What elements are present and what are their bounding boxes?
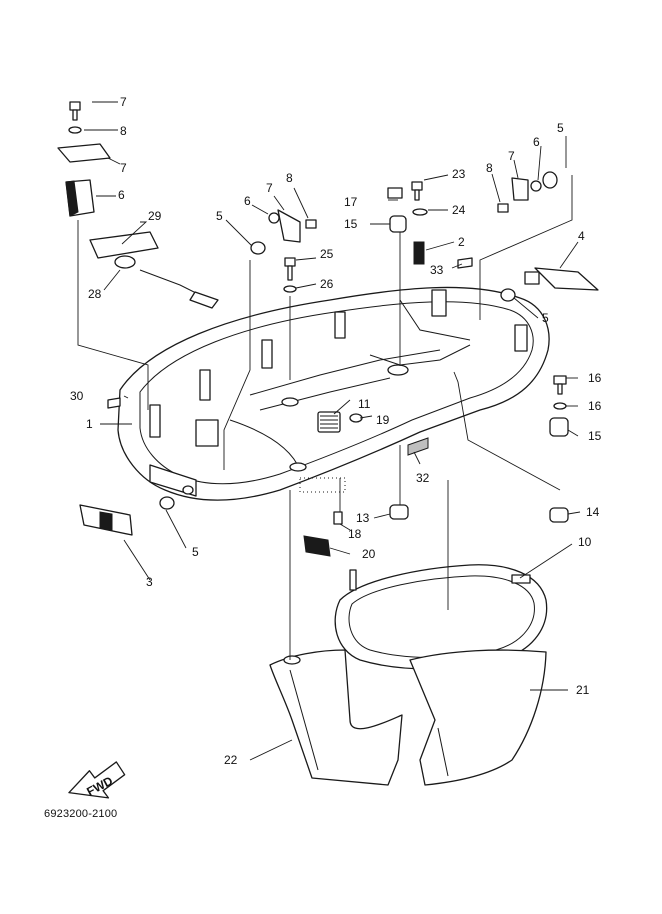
callout-28: 26: [320, 277, 334, 291]
callout-20: 18: [348, 527, 362, 541]
callout-3: 3: [146, 575, 153, 589]
callout-5-top-right: 5: [557, 121, 564, 135]
callout-7-right: 7: [508, 149, 515, 163]
callout-16-right: 14: [586, 505, 600, 519]
callout-18: 16: [588, 371, 602, 385]
callout-6-left: 6: [244, 194, 251, 208]
callout-5-right: 5: [542, 311, 549, 325]
callout-23: 21: [576, 683, 590, 697]
callout-6-right: 6: [533, 135, 540, 149]
callout-21: 19: [376, 413, 390, 427]
fwd-arrow-icon: FWD: [68, 761, 126, 799]
callout-4: 4: [578, 229, 585, 243]
callout-7-left: 7: [266, 181, 273, 195]
callout-29: 28: [88, 287, 102, 301]
callout-1: 1: [86, 417, 93, 431]
hardware: [57, 101, 599, 557]
callout-16-left: 13: [356, 511, 370, 525]
callout-numbers: 7 8 7 6 29 28 30 1 5 6 7 8 17 15 23 24 2…: [70, 95, 602, 767]
callout-24: 22: [224, 753, 238, 767]
skirt-left: [269, 649, 403, 786]
callout-19: 17: [344, 195, 358, 209]
leader-lines: [77, 101, 581, 761]
callout-30: 29: [148, 209, 162, 223]
callout-10: 11: [358, 397, 371, 411]
callout-14: 8: [120, 124, 127, 138]
bottom-cowling: [117, 286, 550, 501]
callout-11: 6: [118, 188, 125, 202]
callout-15-top: 15: [344, 217, 358, 231]
callout-25: 23: [452, 167, 466, 181]
callout-22: 20: [362, 547, 376, 561]
callout-13: 7: [120, 95, 127, 109]
callout-8-right: 8: [486, 161, 493, 175]
callout-31: 30: [70, 389, 84, 403]
callout-5-bottom: 5: [192, 545, 199, 559]
callout-15-right: 15: [588, 429, 602, 443]
callout-5-left: 5: [216, 209, 223, 223]
callout-26: 24: [452, 203, 466, 217]
callout-27: 25: [320, 247, 334, 261]
callout-32: 32: [416, 471, 430, 485]
callout-17: 16: [588, 399, 602, 413]
callout-8-left: 8: [286, 171, 293, 185]
callout-33: 33: [430, 263, 444, 277]
drawing-code: 6923200-2100: [44, 808, 118, 820]
callout-12: 7: [120, 161, 127, 175]
callout-2: 2: [458, 235, 465, 249]
seal-rubber: [334, 564, 548, 670]
callout-9: 10: [578, 535, 592, 549]
skirt-right: [409, 649, 547, 786]
